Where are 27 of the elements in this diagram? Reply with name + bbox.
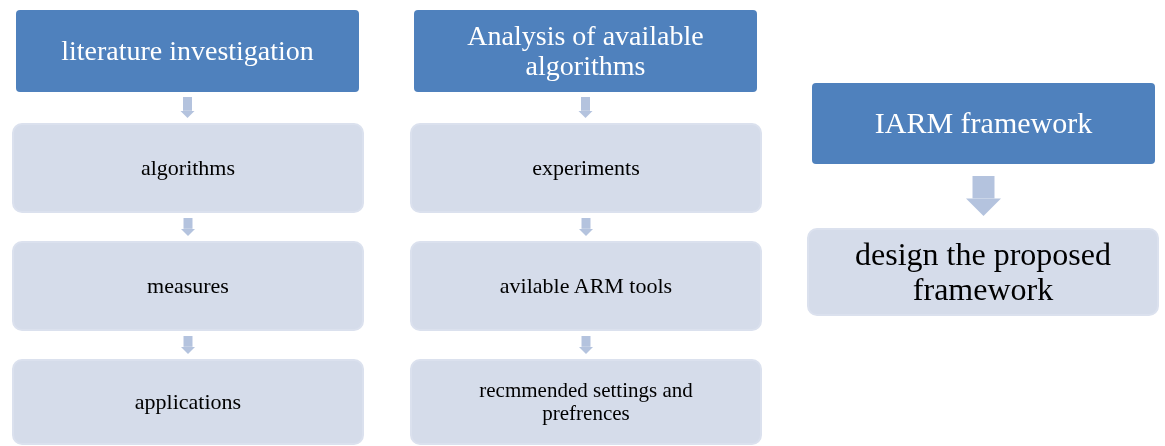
box-label: avilable ARM tools	[499, 274, 673, 298]
step-box	[12, 123, 364, 213]
block-arrow	[180, 218, 196, 236]
step-box	[410, 359, 762, 445]
step-box	[12, 359, 364, 445]
box-label: applications	[134, 390, 242, 414]
header-box	[16, 10, 359, 92]
header-box	[812, 83, 1155, 164]
block-arrow	[180, 97, 195, 118]
block-arrow	[578, 336, 594, 354]
block-arrow	[965, 176, 1002, 216]
box-label: literature investigation	[61, 35, 314, 67]
box-label: algorithms	[140, 156, 236, 180]
block-arrow	[578, 97, 593, 118]
step-box	[12, 241, 364, 331]
step-box	[410, 241, 762, 331]
box-label: experiments	[532, 156, 640, 180]
header-box	[414, 10, 757, 92]
block-arrow	[180, 336, 196, 354]
step-box	[807, 228, 1159, 316]
box-label: measures	[147, 274, 229, 298]
block-arrow	[578, 218, 594, 236]
step-box	[410, 123, 762, 213]
box-label: Analysis of available algorithms	[466, 20, 705, 82]
box-label: IARM framework	[874, 107, 1093, 140]
box-label: recmmended settings and prefrences	[478, 379, 694, 425]
box-label: design the proposed framework	[854, 237, 1112, 307]
